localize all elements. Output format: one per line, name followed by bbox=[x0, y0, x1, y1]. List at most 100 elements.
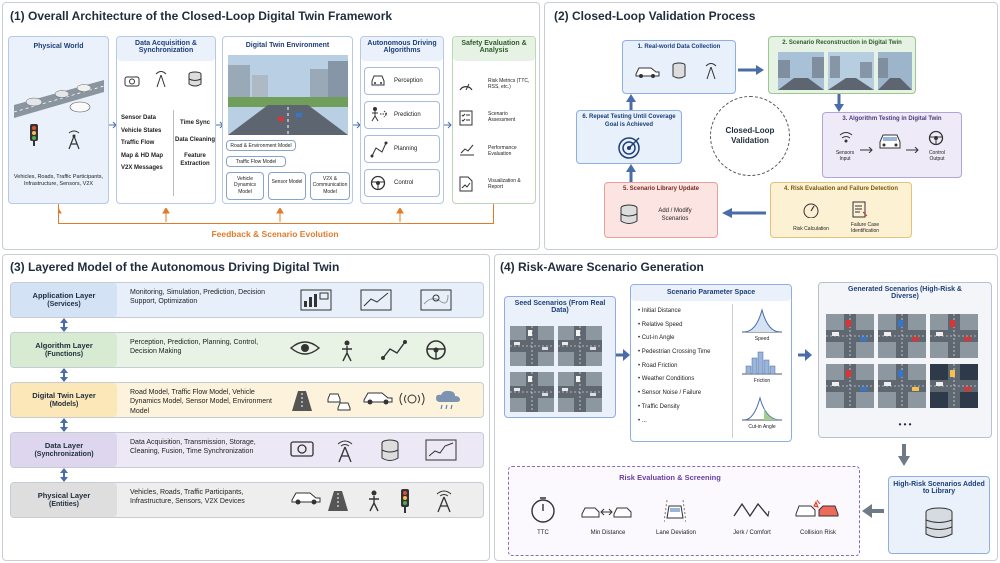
pedestrian-prediction-icon bbox=[370, 106, 388, 127]
generated-ellipsis: • • • bbox=[898, 420, 912, 429]
sensors-input-label: Sensors Input bbox=[835, 150, 855, 163]
antenna-icon bbox=[335, 439, 355, 468]
twin-scene-thumb bbox=[778, 52, 824, 90]
seed-scenario-thumb bbox=[558, 326, 602, 366]
twin-scene-thumb bbox=[878, 52, 912, 90]
risk-evaluation-title: Risk Evaluation & Screening bbox=[619, 473, 721, 482]
speed-distribution-icon bbox=[740, 306, 784, 339]
param-label: Sensor Noise / Failure bbox=[641, 390, 702, 397]
safety-title: Safety Evaluation & Analysis bbox=[461, 40, 527, 54]
seed-scenario-thumb bbox=[510, 326, 554, 366]
param-item: • Sensor Noise / Failure bbox=[638, 390, 738, 398]
eye-icon bbox=[289, 339, 321, 362]
bullet: • bbox=[638, 403, 642, 410]
param-space-title: Scenario Parameter Space bbox=[666, 289, 756, 296]
closed-loop-center-label: Closed-Loop Validation bbox=[725, 126, 775, 146]
layer-sub: (Synchronization) bbox=[34, 451, 94, 458]
planning-path-icon bbox=[370, 140, 388, 163]
car-icon bbox=[290, 489, 322, 510]
layer-link-arrow-icon bbox=[59, 468, 69, 487]
param-label: Weather Conditions bbox=[641, 376, 695, 383]
param-item: • ... bbox=[638, 418, 738, 426]
safety-visualization: Visualization & Report bbox=[488, 178, 521, 191]
antenna-icon bbox=[66, 130, 82, 150]
bullet: • bbox=[638, 362, 642, 369]
friction-histogram-icon bbox=[740, 350, 784, 381]
step2-label: 2. Scenario Reconstruction in Digital Tw… bbox=[782, 40, 902, 46]
layer-label-box bbox=[11, 483, 117, 517]
layer-name: Data Layer bbox=[44, 441, 84, 450]
target-icon bbox=[617, 136, 641, 165]
risk-calculation-label: Risk Calculation bbox=[793, 226, 829, 232]
sync-item: Data Cleaning bbox=[175, 136, 216, 143]
acq-item: Sensor Data bbox=[121, 115, 157, 121]
generated-scenarios-title: Generated Scenarios (High-Risk & Diverse… bbox=[848, 286, 962, 300]
safety-risk-metrics: Risk Metrics (TTC, RSS, etc.) bbox=[488, 78, 530, 91]
dist-label: Cut-in Angle bbox=[748, 424, 776, 430]
layer-name: Application Layer bbox=[32, 291, 96, 300]
gauge-icon bbox=[458, 78, 474, 97]
weather-cloud-icon bbox=[434, 389, 462, 416]
car-icon bbox=[362, 389, 394, 410]
seed-scenarios-title: Seed Scenarios (From Real Data) bbox=[514, 300, 606, 314]
flow-arrow-icon bbox=[906, 140, 920, 158]
generated-scenarios-box bbox=[818, 282, 992, 438]
checklist-icon bbox=[459, 110, 473, 131]
acq-item: Traffic Flow bbox=[121, 140, 155, 146]
lane-deviation-icon bbox=[663, 498, 687, 527]
layer-link-arrow-icon bbox=[59, 318, 69, 337]
layer-name: Digital Twin Layer bbox=[32, 391, 96, 400]
layer-description: Data Acquisition, Transmission, Storage,… bbox=[130, 439, 256, 456]
algo-planning-label: Planning bbox=[394, 146, 418, 152]
sensor-model: Sensor Model bbox=[268, 172, 306, 200]
arrow-params-to-generated bbox=[798, 348, 812, 366]
bullet: • bbox=[638, 349, 642, 356]
closed-loop-circle bbox=[710, 96, 790, 176]
arrow-library-to-risk bbox=[862, 504, 884, 523]
panel2-title: (2) Closed-Loop Validation Process bbox=[554, 9, 756, 23]
data-acquisition-box bbox=[116, 36, 216, 204]
generated-scenario-thumb bbox=[826, 364, 874, 408]
layer-description: Monitoring, Simulation, Prediction, Deci… bbox=[130, 289, 266, 306]
panel3-title: (3) Layered Model of the Autonomous Driv… bbox=[10, 260, 340, 274]
sync-item: Feature Extraction bbox=[180, 153, 210, 167]
arrow-seed-to-params bbox=[616, 348, 630, 366]
acq-item: Vehicle States bbox=[121, 127, 162, 134]
algo-control-label: Control bbox=[394, 180, 414, 186]
twin-scene-thumb bbox=[828, 52, 874, 90]
generated-scenario-thumb bbox=[826, 314, 874, 358]
database-icon bbox=[380, 439, 400, 468]
line-chart-icon bbox=[425, 439, 457, 466]
param-list: • Initial Distance• Relative Speed• Cut-… bbox=[638, 308, 738, 431]
layer-label-box bbox=[11, 283, 117, 317]
bullet: • bbox=[638, 376, 642, 383]
layer-description: Road Model, Traffic Flow Model, Vehicle … bbox=[130, 389, 273, 415]
digital-twin-title: Digital Twin Environment bbox=[245, 42, 330, 49]
param-label: Road Friction bbox=[641, 362, 678, 369]
collision-icon bbox=[794, 498, 840, 525]
algo-prediction bbox=[364, 101, 440, 129]
layer-sub: (Functions) bbox=[44, 351, 84, 358]
generated-scenario-thumb bbox=[930, 364, 978, 408]
layer-description: Perception, Prediction, Planning, Contro… bbox=[130, 339, 259, 356]
feedback-loop-line bbox=[58, 204, 494, 224]
layer-sub: (Entities) bbox=[49, 501, 79, 508]
flow-arrow-icon bbox=[860, 140, 874, 158]
report-icon bbox=[459, 176, 473, 197]
dashboard-icon bbox=[300, 289, 332, 316]
layer-sub: (Services) bbox=[47, 301, 81, 308]
traffic-light-icon bbox=[398, 489, 412, 518]
jerk-comfort-icon bbox=[732, 500, 772, 525]
acq-sync-list: Time Sync Data Cleaning Feature Extracti… bbox=[175, 120, 215, 168]
database-icon bbox=[620, 204, 638, 231]
radar-antenna-icon bbox=[154, 70, 168, 93]
camera-icon bbox=[290, 439, 314, 462]
road-env-model: Road & Environment Model bbox=[226, 140, 296, 151]
physical-world-title: Physical World bbox=[33, 43, 84, 50]
failure-clipboard-icon bbox=[852, 200, 868, 223]
path-icon bbox=[380, 339, 408, 366]
layer-name: Algorithm Layer bbox=[35, 341, 93, 350]
bullet: • bbox=[638, 417, 642, 424]
arrow-generated-to-library bbox=[898, 444, 910, 471]
panel1-title: (1) Overall Architecture of the Closed-L… bbox=[10, 9, 393, 23]
